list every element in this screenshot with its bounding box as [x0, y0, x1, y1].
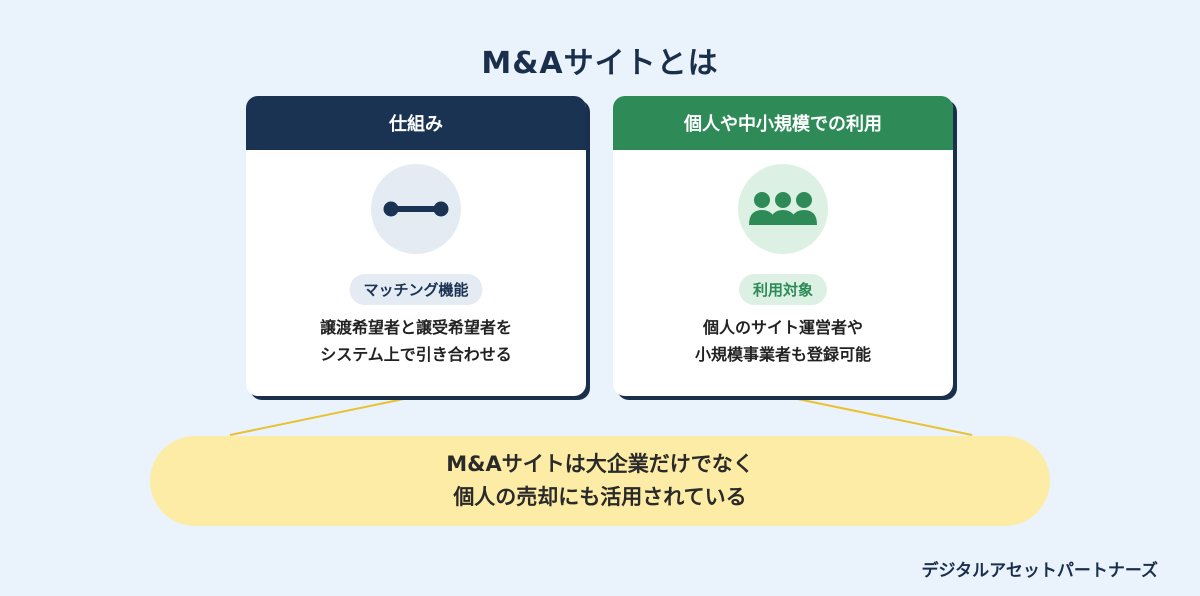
description-line: 小規模事業者も登録可能 [694, 345, 871, 364]
connector-left [229, 395, 419, 436]
diagram-title: M&Aサイトとは [481, 46, 719, 81]
description-line: システム上で引き合わせる [320, 345, 512, 364]
connection-icon [371, 164, 461, 254]
card-usage-header: 個人や中小規模での利用 [613, 96, 953, 150]
brand-credit: デジタルアセットパートナーズ [921, 561, 1158, 581]
card-mechanism-tag: マッチング機能 [349, 274, 483, 305]
card-mechanism-description: 譲渡希望者と譲受希望者を システム上で引き合わせる [246, 314, 586, 368]
summary-line: 個人の売却にも活用されている [453, 485, 747, 509]
description-line: 譲渡希望者と譲受希望者を [319, 318, 512, 337]
card-mechanism-header: 仕組み [246, 96, 586, 150]
summary-line: M&Aサイトは大企業だけでなく [446, 452, 754, 476]
card-usage-tag: 利用対象 [738, 274, 828, 305]
people-group-icon [738, 164, 828, 254]
summary-bubble: M&Aサイトは大企業だけでなく 個人の売却にも活用されている [150, 436, 1050, 526]
card-usage-description: 個人のサイト運営者や 小規模事業者も登録可能 [613, 314, 953, 368]
description-line: 個人のサイト運営者や [702, 318, 863, 337]
card-mechanism: 仕組み マッチング機能 譲渡希望者と譲受希望者を システム上で引き合わせる [246, 96, 586, 396]
card-usage: 個人や中小規模での利用 利用対象 個人のサイト運営者や 小規模事業者も登録可能 [613, 96, 953, 396]
connector-right [782, 395, 973, 436]
